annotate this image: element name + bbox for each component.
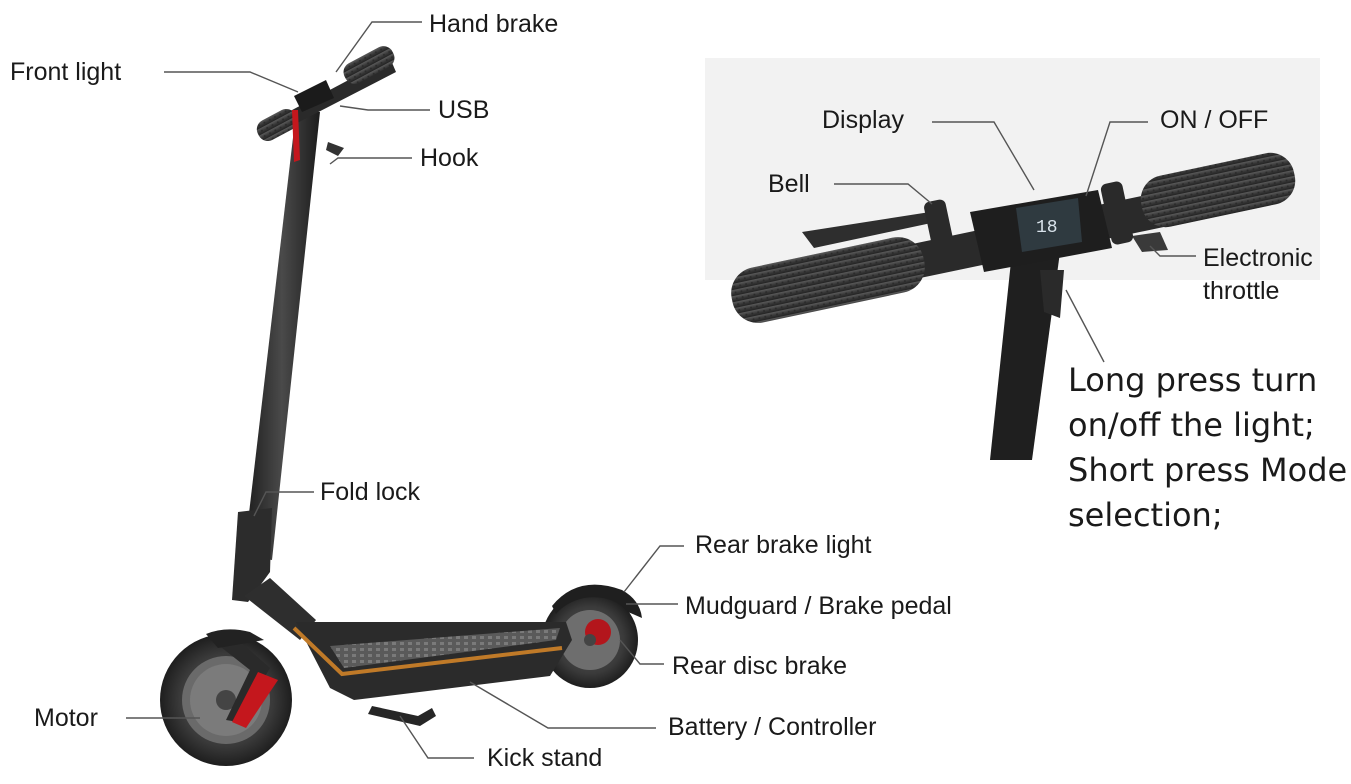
scooter-illustration — [160, 46, 642, 766]
front-wheel — [160, 634, 292, 766]
scooter-handlebar — [256, 46, 396, 162]
note-line-2: on/off the light; — [1068, 406, 1315, 444]
handlebar-closeup: 18 — [705, 58, 1320, 460]
note-line-4: selection; — [1068, 496, 1223, 534]
label-motor: Motor — [34, 704, 98, 732]
label-display: Display — [822, 106, 904, 134]
label-fold-lock: Fold lock — [320, 478, 421, 506]
label-electronic-throttle-2: throttle — [1203, 277, 1280, 305]
label-hook: Hook — [420, 144, 479, 172]
leader-lines — [126, 21, 1196, 759]
display-readout: 18 — [1036, 218, 1058, 238]
label-front-light: Front light — [10, 58, 122, 86]
label-mudguard-brake-pedal: Mudguard / Brake pedal — [685, 592, 952, 620]
label-on-off: ON / OFF — [1160, 106, 1269, 134]
button-instruction-note: Long press turn on/off the light; Short … — [1068, 358, 1347, 538]
label-hand-brake: Hand brake — [429, 10, 559, 38]
label-rear-disc-brake: Rear disc brake — [672, 652, 848, 680]
label-bell: Bell — [768, 170, 810, 198]
label-usb: USB — [438, 96, 490, 124]
label-rear-brake-light: Rear brake light — [695, 531, 872, 559]
note-line-1: Long press turn — [1068, 361, 1318, 399]
note-line-3: Short press Mode — [1068, 451, 1348, 489]
label-kick-stand: Kick stand — [487, 744, 603, 772]
label-electronic-throttle-1: Electronic — [1203, 244, 1313, 272]
rear-wheel — [542, 592, 638, 688]
label-battery-controller: Battery / Controller — [668, 713, 877, 741]
